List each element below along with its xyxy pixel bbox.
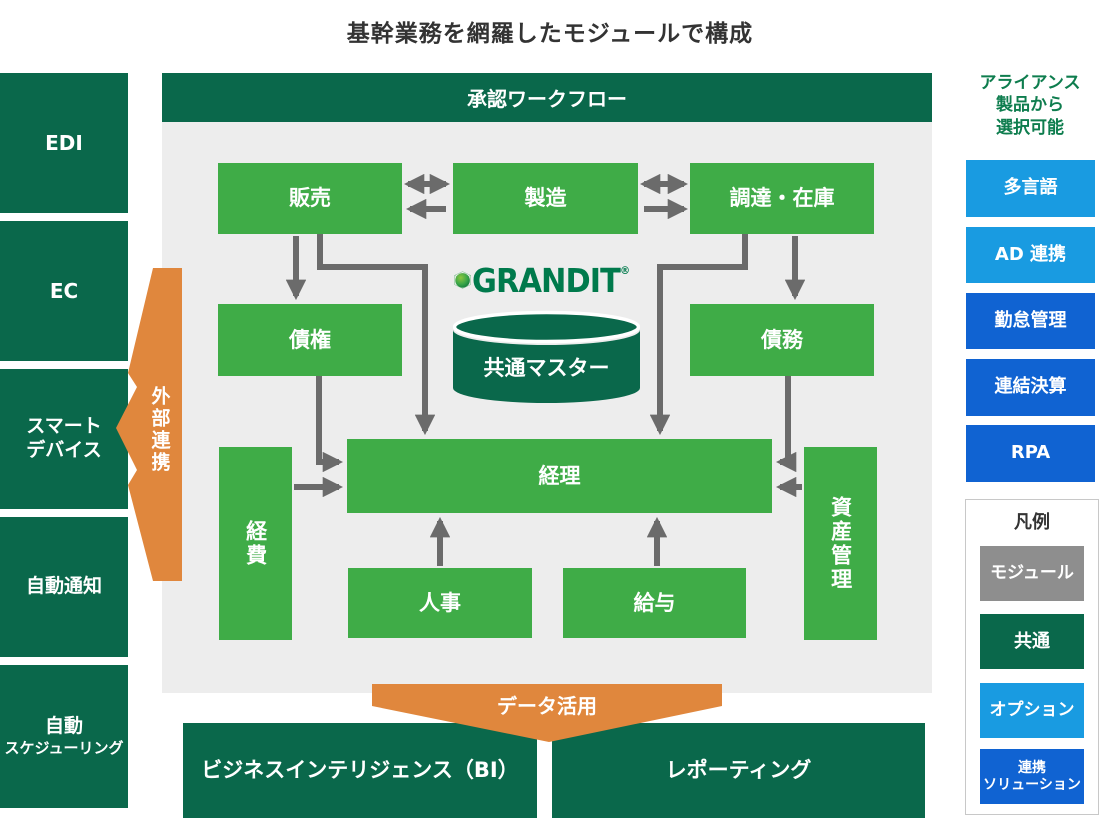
left-box-label: 自動 <box>44 715 83 738</box>
grandit-cube-icon <box>454 271 471 289</box>
left-box-label: スケジューリング <box>4 739 124 757</box>
alliance-box-label: RPA <box>1010 442 1051 464</box>
module-label: 経理 <box>538 463 581 488</box>
left-box-label: 自動通知 <box>25 575 102 598</box>
reporting-box-label: レポーティング <box>665 758 812 783</box>
legend-item-option: オプション <box>980 683 1084 738</box>
legend-item-label: ソリューション <box>983 776 1081 793</box>
legend-item-label: モジュール <box>990 563 1074 584</box>
alliance-box-consolidated-accounting: 連結決算 <box>966 359 1095 416</box>
module-manufacturing: 製造 <box>453 163 638 234</box>
alliance-box-label: 勤怠管理 <box>994 309 1067 331</box>
left-box-smart-device: スマート デバイス <box>0 369 128 509</box>
alliance-box-label: AD 連携 <box>994 243 1067 265</box>
module-label: 債権 <box>289 327 331 352</box>
module-label: 販売 <box>289 186 331 211</box>
module-procurement-inventory: 調達・在庫 <box>690 163 874 234</box>
left-box-auto-scheduling: 自動 スケジューリング <box>0 665 128 808</box>
left-box-label: EC <box>49 278 79 303</box>
legend-item-solution: 連携 ソリューション <box>980 749 1084 804</box>
module-label: 資産管理 <box>828 495 853 592</box>
module-sales: 販売 <box>218 163 402 234</box>
external-link-banner-label: 外部連携 <box>148 386 171 474</box>
module-expenses: 経費 <box>219 447 292 640</box>
alliance-box-rpa: RPA <box>966 425 1095 482</box>
legend-panel: 凡例 モジュール 共通 オプション 連携 ソリューション <box>965 499 1099 815</box>
module-payroll: 給与 <box>563 568 746 638</box>
module-label: 給与 <box>633 590 676 615</box>
legend-item-label: 連携 <box>1018 759 1046 776</box>
legend-item-module: モジュール <box>980 546 1084 601</box>
reporting-box: レポーティング <box>552 723 925 818</box>
data-utilization-banner-label: データ活用 <box>497 694 597 718</box>
module-label: 調達・在庫 <box>729 186 835 211</box>
bi-box-label: ビジネスインテリジェンス（BI） <box>201 758 519 783</box>
module-asset-management: 資産管理 <box>804 447 877 640</box>
alliance-box-ad-integration: AD 連携 <box>966 227 1095 283</box>
module-label: 債務 <box>761 327 803 352</box>
workflow-header-label: 承認ワークフロー <box>467 87 627 111</box>
module-accounting: 経理 <box>347 439 772 513</box>
grandit-logo-text: GRANDIT® <box>472 260 630 300</box>
module-hr: 人事 <box>348 568 532 638</box>
legend-title: 凡例 <box>1014 512 1050 533</box>
module-payables: 債務 <box>690 304 874 376</box>
module-label: 人事 <box>419 590 461 615</box>
common-master-label: 共通マスター <box>483 356 610 380</box>
module-receivables: 債権 <box>218 304 402 376</box>
left-box-label: スマート <box>26 415 102 438</box>
left-box-label: デバイス <box>26 439 102 461</box>
alliance-box-label: 多言語 <box>1003 177 1058 199</box>
registered-mark: ® <box>620 263 630 277</box>
left-box-edi: EDI <box>0 73 128 213</box>
alliance-header-line: アライアンス <box>979 73 1081 93</box>
alliance-box-attendance: 勤怠管理 <box>966 293 1095 349</box>
alliance-header-line: 選択可能 <box>996 117 1064 138</box>
alliance-box-label: 連結決算 <box>994 376 1067 398</box>
logo-word: GRANDIT <box>472 260 621 300</box>
module-label: 経費 <box>243 519 268 568</box>
left-box-auto-notify: 自動通知 <box>0 517 128 657</box>
workflow-header: 承認ワークフロー <box>162 73 932 122</box>
legend-item-common: 共通 <box>980 614 1084 669</box>
common-master-database-icon <box>453 310 640 403</box>
alliance-box-multilingual: 多言語 <box>966 160 1095 217</box>
page-title: 基幹業務を網羅したモジュールで構成 <box>346 21 754 47</box>
legend-item-label: オプション <box>989 700 1075 721</box>
left-box-label: EDI <box>45 130 83 155</box>
legend-item-label: 共通 <box>1014 630 1050 652</box>
left-box-ec: EC <box>0 221 128 361</box>
bi-box: ビジネスインテリジェンス（BI） <box>183 723 537 818</box>
grandit-logo: GRANDIT® <box>453 256 643 304</box>
alliance-header: アライアンス 製品から 選択可能 <box>955 72 1100 139</box>
alliance-header-line: 製品から <box>996 95 1064 116</box>
module-label: 製造 <box>524 186 567 211</box>
